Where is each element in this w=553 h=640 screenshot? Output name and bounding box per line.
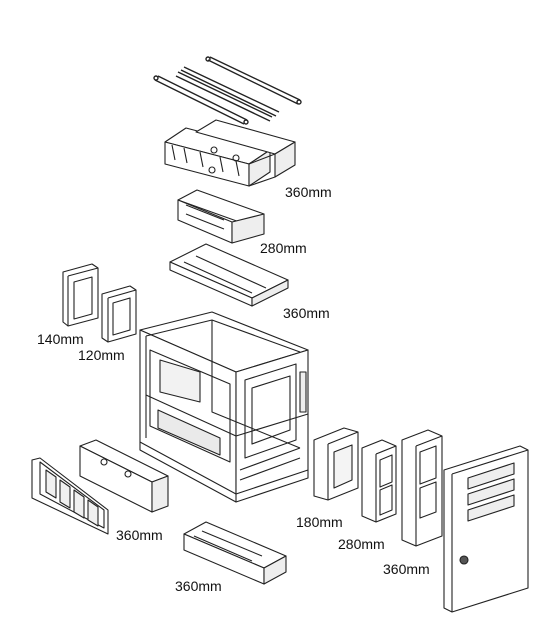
fan-radiator-140 (62, 263, 99, 327)
label-top-360-slim: 360mm (283, 305, 330, 321)
label-top-360: 360mm (285, 184, 332, 200)
label-bottom-360: 360mm (175, 578, 222, 594)
side-fan-180 (313, 427, 359, 501)
label-side-180: 180mm (296, 514, 343, 530)
top-radiator-360-a (164, 127, 271, 187)
bottom-radiator-360 (183, 521, 287, 585)
label-front-360: 360mm (116, 527, 163, 543)
top-radiator-280 (177, 189, 265, 244)
front-dust-filter (31, 457, 109, 535)
label-fan-120: 120mm (78, 347, 125, 363)
side-radiator-280 (361, 439, 397, 523)
top-mounting-rails (153, 56, 302, 125)
label-fan-140: 140mm (37, 331, 84, 347)
side-panel (443, 445, 529, 613)
fan-radiator-120 (101, 285, 137, 343)
label-top-280: 280mm (260, 240, 307, 256)
label-side-360: 360mm (383, 561, 430, 577)
label-side-280: 280mm (338, 536, 385, 552)
front-radiator-360 (79, 439, 169, 513)
case-chassis (139, 311, 309, 503)
top-radiator-360-b (195, 119, 296, 187)
side-radiator-360 (401, 429, 443, 547)
top-radiator-360-slim (169, 243, 289, 307)
